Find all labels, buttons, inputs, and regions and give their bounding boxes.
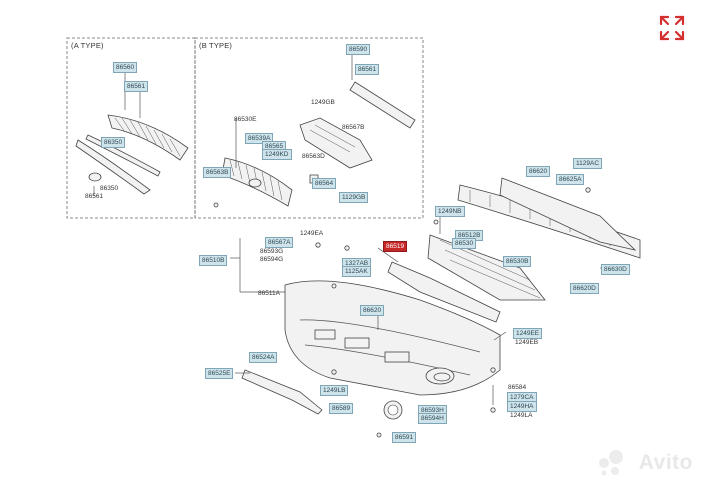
part-number-text: 1249GB: [311, 99, 335, 106]
part-label[interactable]: 86620D: [570, 283, 599, 294]
part-number-text: 86530E: [234, 116, 257, 123]
part-label[interactable]: 86590: [346, 44, 371, 55]
part-number-text: 1249EA: [300, 230, 324, 237]
lower-parts: [241, 369, 403, 420]
part-label[interactable]: 86350: [101, 137, 126, 148]
part-number-text: 86350: [100, 185, 119, 192]
part-number-text: 86567B: [342, 124, 365, 131]
part-label[interactable]: 86563B: [203, 167, 232, 178]
expand-arrows-icon[interactable]: [658, 14, 686, 42]
part-label[interactable]: 86564: [312, 178, 337, 189]
part-label[interactable]: 1249LB: [320, 385, 349, 396]
part-label[interactable]: 86530: [452, 238, 477, 249]
part-number-text: 86563D: [302, 153, 325, 160]
part-number-text: 86594G: [260, 256, 284, 263]
fasteners: [315, 187, 591, 438]
part-number-text: 1249LA: [510, 412, 533, 419]
part-label[interactable]: 86630D: [601, 264, 630, 275]
part-label[interactable]: 86594H: [418, 413, 447, 424]
part-label[interactable]: 86530B: [503, 256, 532, 267]
part-label[interactable]: 1249NB: [435, 206, 465, 217]
part-label[interactable]: 86620: [526, 166, 551, 177]
leader-lines: [93, 54, 612, 405]
part-label[interactable]: 1125AK: [342, 266, 371, 277]
highlighted-part-label[interactable]: 86519: [383, 241, 408, 252]
part-label[interactable]: 1249KD: [262, 149, 292, 160]
part-label[interactable]: 86525E: [205, 368, 234, 379]
part-label[interactable]: 1249EE: [513, 328, 543, 339]
bumper-beams: [387, 177, 641, 323]
part-label[interactable]: 86510B: [199, 255, 228, 266]
bumper-cover: [284, 280, 501, 396]
watermark: Avito: [638, 451, 693, 474]
part-number-text: 86593G: [260, 248, 284, 255]
part-label[interactable]: 1129AC: [573, 158, 603, 169]
part-number-text: 86511A: [258, 290, 280, 297]
part-label[interactable]: 1249HA: [507, 401, 537, 412]
part-label[interactable]: 1129GB: [339, 192, 369, 203]
part-number-text: 86584: [508, 384, 527, 391]
a-type-grille: [75, 114, 189, 195]
part-number-text: 1249EB: [515, 339, 539, 346]
part-label[interactable]: 86561: [355, 64, 380, 75]
part-number-text: 86561: [85, 193, 104, 200]
part-label[interactable]: 86524A: [249, 352, 278, 363]
part-label[interactable]: 86591: [392, 432, 417, 443]
b-type-frame: [194, 37, 424, 219]
a-type-title: (A TYPE): [71, 41, 104, 50]
part-label[interactable]: 86567A: [265, 237, 294, 248]
part-label[interactable]: 86620: [360, 305, 385, 316]
avito-logo-icon: [596, 448, 626, 478]
part-label[interactable]: 86560: [113, 62, 138, 73]
part-label[interactable]: 86589: [329, 403, 354, 414]
part-label[interactable]: 86625A: [556, 174, 585, 185]
b-type-grille: [213, 81, 416, 208]
part-label[interactable]: 86561: [124, 81, 149, 92]
part-label[interactable]: 86539A: [245, 133, 274, 144]
b-type-title: (B TYPE): [199, 41, 233, 50]
